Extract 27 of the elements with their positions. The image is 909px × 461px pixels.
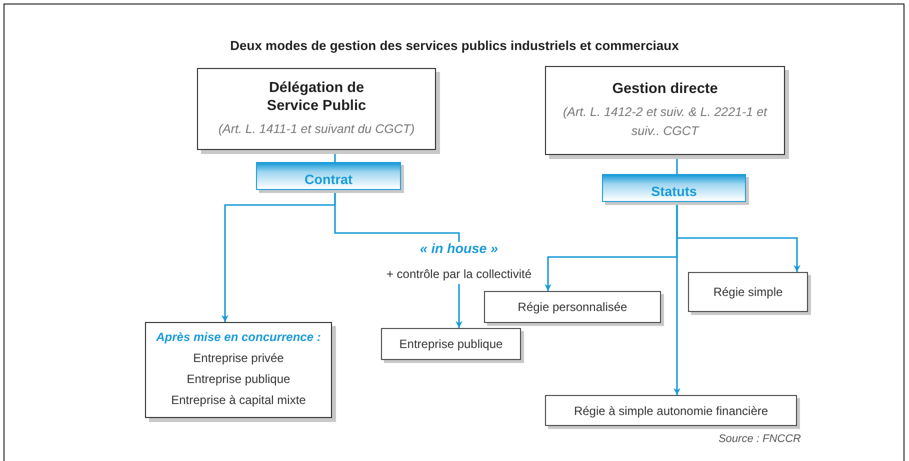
outcome-box <box>545 395 797 426</box>
heading: Régie à simple autonomie financière <box>574 404 768 418</box>
heading: Gestion directe <box>611 80 719 98</box>
connector-line <box>334 190 460 242</box>
heading: Régie simple <box>713 285 783 299</box>
diagram-title: Deux modes de gestion des services publics industriels et commerciaux <box>229 38 680 53</box>
heading: Régie personnalisée <box>518 300 628 314</box>
heading: Délégation de Service Public <box>266 79 368 115</box>
item-text: + contrôle par la collectivité <box>386 266 532 283</box>
category-tag <box>602 174 746 202</box>
outcome-box <box>381 328 521 360</box>
tag-label: Statuts <box>651 184 697 198</box>
item-text: Entreprise privée <box>193 350 284 366</box>
connector-arrow <box>456 284 462 328</box>
tag-label: Contrat <box>304 172 352 186</box>
source-note: Source : FNCCR <box>718 433 801 445</box>
legal-reference: (Art. L. 1412-2 et suiv. & L. 2221-1 et suiv.. CGCT <box>562 104 768 140</box>
heading: « in house » <box>420 241 498 256</box>
outcome-box <box>484 291 661 323</box>
connector-arrow <box>674 202 680 395</box>
item-text: Entreprise à capital mixte <box>171 392 306 408</box>
heading: Entreprise publique <box>399 337 503 351</box>
heading: Après mise en concurrence : <box>156 330 321 344</box>
legal-reference: (Art. L. 1411-1 et suivant du CGCT) <box>217 121 416 138</box>
category-tag <box>256 162 401 190</box>
item-text: Entreprise publique <box>186 370 290 388</box>
outcome-box <box>688 272 808 312</box>
